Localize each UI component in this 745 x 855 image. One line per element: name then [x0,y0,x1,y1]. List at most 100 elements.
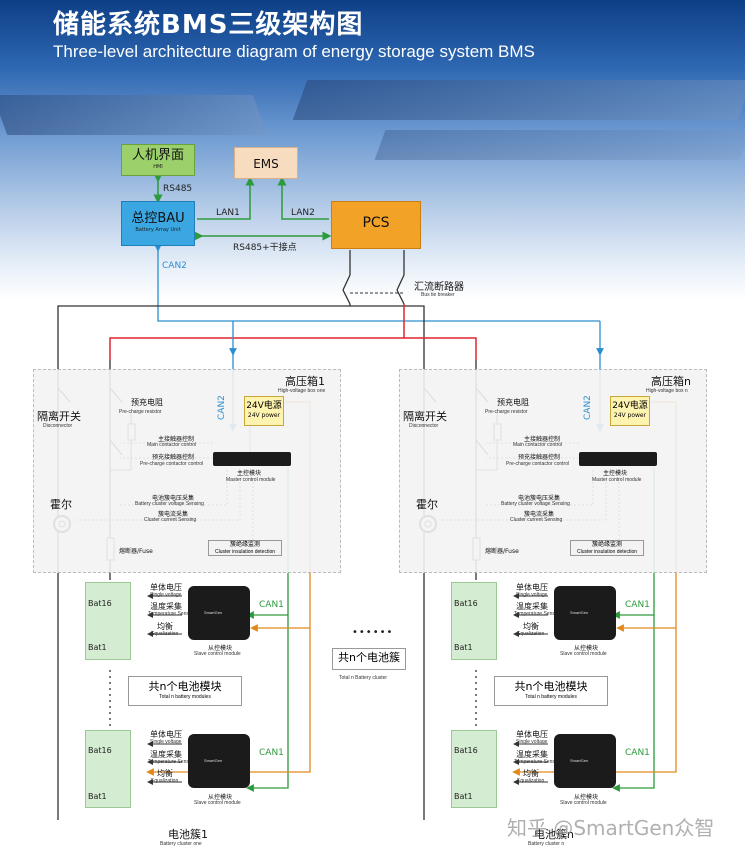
insulation-sub-1: Cluster insulation detection [214,549,276,555]
hall-label-n: 霍尔 [416,498,438,511]
main-contactor-n: 主接触器控制 [524,436,561,443]
eq-sub-1b: Equalization [151,778,179,784]
main-contactor-sub-1: Main contactor control [147,442,197,448]
watermark: 知乎 @SmartGen众智 [507,816,715,840]
single-voltage-nb: 单体电压 [516,730,548,739]
temp-nb: 温度采集 [516,750,548,759]
temp-sub-1: Temperature Sensing [148,611,196,617]
disconnector-label-n: 隔离开关 [403,410,447,423]
modules-label-n: 共n个电池模块 [514,680,588,693]
hv-box-1-title: 高压箱1 [285,375,325,388]
pcs-box: PCS [331,201,421,249]
bau-label: 总控BAU [131,211,185,226]
temp-1: 温度采集 [150,602,182,611]
bat1-label-nb: Bat1 [454,792,473,801]
main-contactor-1: 主接触器控制 [158,436,195,443]
ellipsis-dots: •••••• [352,627,394,638]
ems-label: EMS [253,157,279,171]
pre-contactor-n: 预充接触器控制 [518,454,561,461]
power-label-1: 24V电源 [246,401,282,411]
eq-1b: 均衡 [157,769,173,778]
precharge-sub-n: Pre-charge resistor [485,409,528,415]
single-voltage-sub-1: Single voltage [150,592,182,598]
dc-positive-bus [109,304,405,360]
can2-label-n: CAN2 [583,395,593,420]
mcm-sub-1: Master control module [226,477,276,483]
pre-contactor-sub-1: Pre-charge contactor control [140,461,204,467]
slave-control-module-na: SmartGen [554,586,616,640]
pre-contactor-1: 预充接触器控制 [152,454,195,461]
hv-box-n-sub: High-voltage box n [646,388,688,394]
modules-box-n: 共n个电池模块 Total n battery modules [494,676,608,706]
insulation-box-n: 簇绝缘监测 Cluster insulation detection [570,540,644,556]
slave-control-module-1a: SmartGen [188,586,250,640]
bat16-label-1: Bat16 [88,599,112,608]
slave-label-1b: 从控模块 [208,794,233,801]
single-voltage-n: 单体电压 [516,583,548,592]
precharge-label-n: 预充电阻 [497,398,529,407]
insulation-sub-n: Cluster insulation detection [576,549,638,555]
mcm-sub-n: Master control module [592,477,642,483]
bau-box: 总控BAU Battery Array Unit [121,201,195,246]
total-cluster-label: 共n个电池簇 [338,651,400,664]
can2-trunk [154,244,600,322]
slave-label-n: 从控模块 [574,645,599,652]
cluster-1-sub: Battery cluster one [160,841,202,847]
total-cluster-box: 共n个电池簇 [332,648,406,670]
disconnector-label-1: 隔离开关 [37,410,81,423]
temp-sub-n: Temperature Sensing [514,611,562,617]
disconnector-sub-n: Disconnector [409,423,439,429]
can2-label: CAN2 [162,261,187,271]
lan1-label: LAN1 [216,208,240,218]
breaker-label: 汇流断路器 [414,282,464,293]
lan2-link [277,176,329,220]
eq-nb: 均衡 [523,769,539,778]
curr-sense-1: 簇电流采集 [158,511,189,518]
modules-sub-1: Total n battery modules [159,694,211,700]
battery-module-top-n [451,582,497,660]
insulation-1: 簇绝缘监测 [229,541,260,548]
curr-sense-sub-1: Cluster current Sensing [144,517,197,523]
precharge-sub-1: Pre-charge resistor [119,409,162,415]
hv-box-1-sub: High-voltage box one [278,388,326,394]
power-label-n: 24V电源 [612,401,648,411]
curr-sense-sub-n: Cluster current Sensing [510,517,563,523]
mcm-label-n: 主控模块 [603,470,628,477]
bat1-label-1: Bat1 [88,643,107,652]
24v-power-n: 24V电源 24V power [610,396,650,426]
bat16-label-n: Bat16 [454,599,478,608]
precharge-label-1: 预充电阻 [131,398,163,407]
disconnector-sub-1: Disconnector [43,423,73,429]
master-control-module-1 [213,452,291,466]
cluster-n-name: 电池簇n [534,828,574,841]
pre-contactor-sub-n: Pre-charge contactor control [506,461,570,467]
can1-line [246,468,289,792]
bat1-label-n: Bat1 [454,643,473,652]
modules-box-1: 共n个电池模块 Total n battery modules [128,676,242,706]
insulation-n: 簇绝缘监测 [591,541,622,548]
fuse-label-1: 熔断器/Fuse [119,548,153,555]
volt-sense-1: 电池簇电压采集 [152,495,195,502]
fuse-label-n: 熔断器/Fuse [485,548,519,555]
lan2-label: LAN2 [291,208,315,218]
pcs-label: PCS [362,215,390,231]
eq-sub-1: Equalization [151,631,179,637]
ems-box: EMS [234,147,298,179]
single-voltage-1b: 单体电压 [150,730,182,739]
hmi-label: 人机界面 [131,148,184,163]
eq-n: 均衡 [523,622,539,631]
hall-label-1: 霍尔 [50,498,72,511]
temp-sub-1b: Temperature Sensing [148,759,196,765]
eq-sub-nb: Equalization [517,778,545,784]
bau-sub: Battery Array Unit [135,227,181,233]
master-control-module-n [579,452,657,466]
bat16-label-nb: Bat16 [454,746,478,755]
mcm-label-1: 主控模块 [237,470,262,477]
24v-power-1: 24V电源 24V power [244,396,284,426]
slave-control-module-1b: SmartGen [188,734,250,788]
bat1-label-1b: Bat1 [88,792,107,801]
main-contactor-sub-n: Main contactor control [513,442,563,448]
slave-sub-n: Slave control module [560,651,607,657]
single-voltage-sub-1b: Single voltage [150,739,182,745]
battery-module-top-1 [85,582,131,660]
